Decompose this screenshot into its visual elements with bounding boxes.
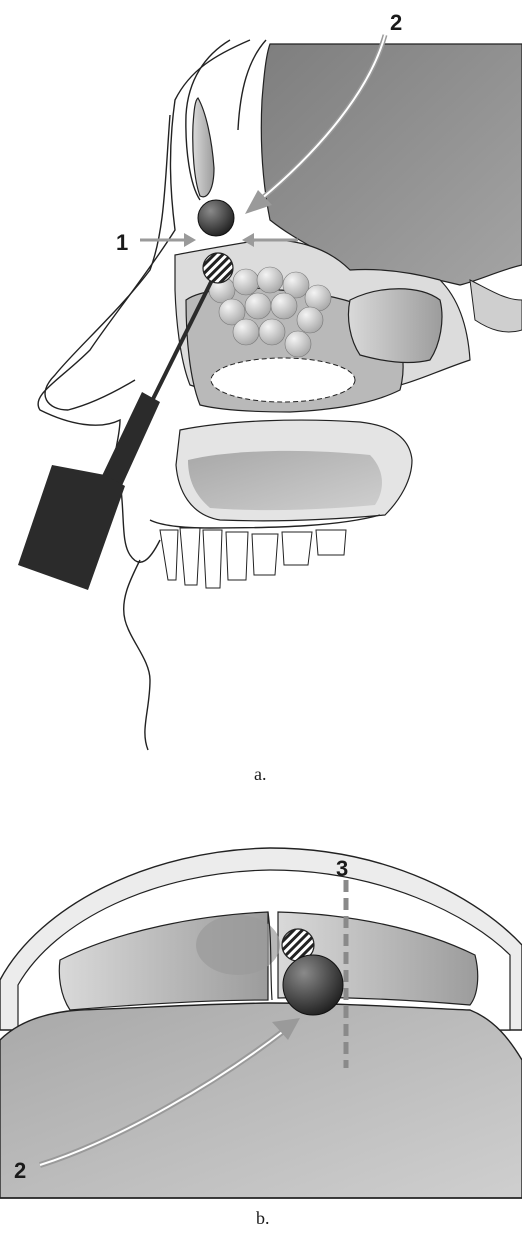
- cranial-base-detail: [470, 280, 522, 332]
- label-1: 1: [116, 230, 128, 255]
- caption-b: b.: [256, 1208, 270, 1228]
- lip-chin-outline: [124, 560, 150, 750]
- maxillary-cavity: [211, 358, 355, 402]
- probe-grip: [18, 465, 125, 590]
- label-3: 3: [336, 856, 348, 881]
- panel-a: 1 2 a.: [18, 10, 522, 784]
- label-2b: 2: [14, 1158, 26, 1183]
- dark-balloon-b: [283, 955, 343, 1015]
- teeth: [160, 528, 346, 588]
- dark-balloon: [198, 200, 234, 236]
- label-2: 2: [390, 10, 402, 35]
- nasal-cavity: [0, 1003, 522, 1198]
- hatched-marker: [203, 253, 233, 283]
- arrow-1-left-head: [184, 233, 196, 247]
- caption-a: a.: [254, 764, 267, 784]
- nose-outline: [45, 115, 170, 410]
- sphenoid-region: [348, 289, 441, 363]
- palate-shade: [188, 451, 382, 510]
- panel-b: 3 2 b.: [0, 848, 522, 1228]
- left-sinus-shadow: [196, 915, 280, 975]
- frontal-sinus: [193, 98, 214, 197]
- probe-handle: [100, 392, 160, 490]
